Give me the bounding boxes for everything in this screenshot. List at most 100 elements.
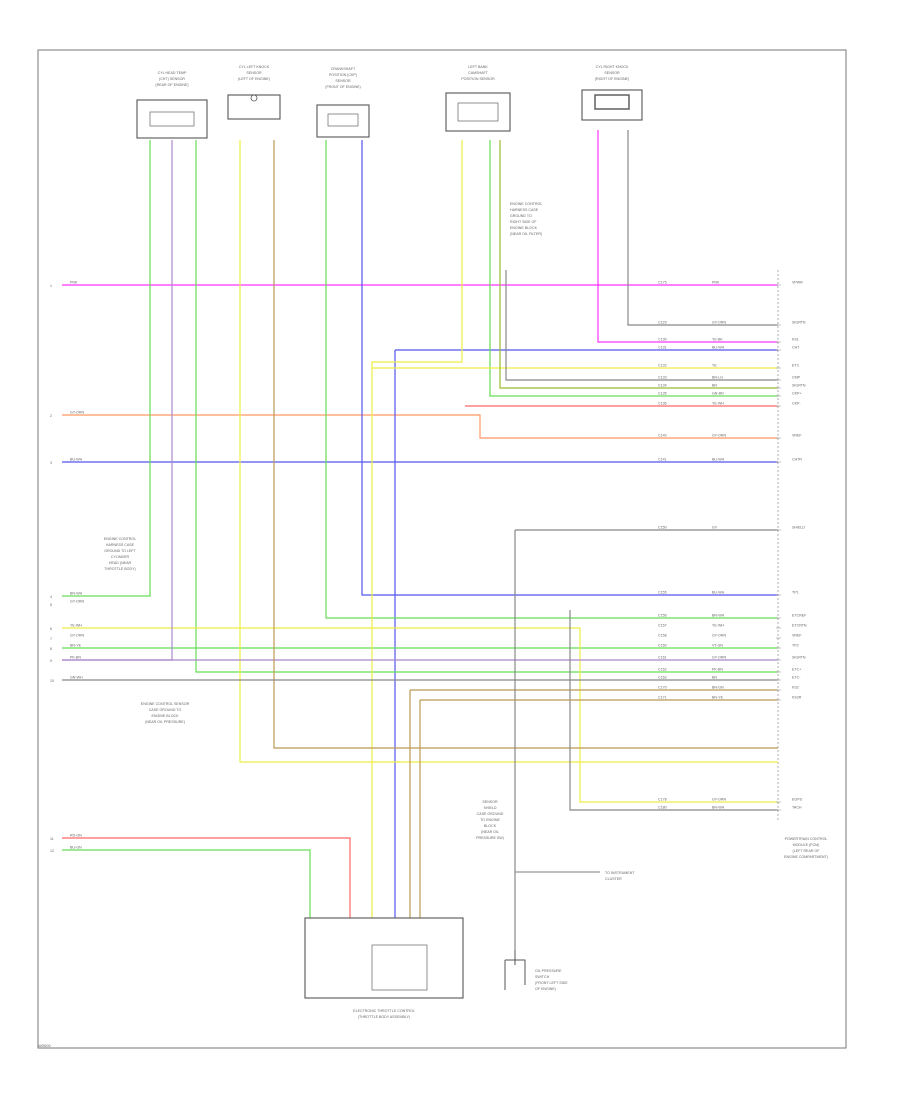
- pcm-wire-color: BU-WH: [712, 346, 725, 350]
- diagram-frame: [37, 49, 847, 1049]
- left-wire-number: 8: [50, 647, 52, 651]
- note-bottom-5: BLOCK: [484, 824, 497, 828]
- pcm-wire-pin: C130: [658, 338, 667, 342]
- left-wire-number: 10: [50, 679, 54, 683]
- pcm-wire-signal: ETCREF: [792, 614, 807, 618]
- pcm-wire-pin: C136: [658, 402, 667, 406]
- pcm-wire-pin: C180: [658, 806, 667, 810]
- oil-pressure-switch-symbol: [504, 950, 526, 990]
- oil-pressure-label-2: SWITCH: [535, 975, 550, 979]
- pcm-wire-signal: ETC-: [792, 676, 801, 680]
- pcm-connector: POWERTRAIN CONTROL MODULE (PCM) (LEFT RE…: [777, 270, 828, 859]
- camshaft-sensor-connector: [457, 102, 499, 122]
- note-upper-1: ENGINE CONTROL: [510, 202, 542, 206]
- pcm-wire-color: BN-WH: [712, 806, 725, 810]
- camshaft-label-2: CAMSHAFT: [468, 71, 489, 75]
- note-upper-4: RIGHT SIDE OF: [510, 220, 537, 224]
- pcm-wire-color: YE-BK: [712, 338, 723, 342]
- note-left-2: HARNESS CASE: [106, 543, 135, 547]
- wire-orange: [62, 414, 778, 439]
- pcm-wire-color: BU-WH: [712, 591, 725, 595]
- pcm-wire-pin: C141: [658, 458, 667, 462]
- note-upper-5: ENGINE BLOCK: [510, 226, 538, 230]
- throttle-body: ELECTRONIC THROTTLE CONTROL (THROTTLE BO…: [304, 917, 464, 1019]
- note-bottom-3: CASE GROUND: [477, 812, 504, 816]
- pcm-label-4: ENGINE COMPARTMENT): [784, 855, 828, 859]
- pcm-label-3: (LEFT REAR OF: [793, 849, 821, 853]
- pcm-wire-signal: CKP+: [792, 392, 802, 396]
- camshaft-position-sensor: LEFT BANK CAMSHAFT POSITION SENSOR: [445, 65, 511, 132]
- ckp-sensor-label-3: SENSOR: [335, 79, 351, 83]
- right-knock-label-2: SENSOR: [604, 71, 620, 75]
- pcm-wire-pin: C171: [658, 696, 667, 700]
- pcm-wire-pin: C162: [658, 668, 667, 672]
- throttle-label-2: (THROTTLE BODY ASSEMBLY): [358, 1015, 410, 1019]
- throttle-body-outline: [304, 917, 464, 999]
- diagram-footer-code: W0000: [38, 1043, 51, 1048]
- throttle-motor-box: [371, 944, 428, 991]
- pcm-wire-pin: C175: [658, 281, 667, 285]
- pcm-wire-signal: KS2R: [792, 696, 802, 700]
- pcm-wire-color: GY-ORN: [712, 798, 726, 802]
- note-bottom-1: SENSOR: [482, 800, 498, 804]
- pcm-wire-pin: C150: [658, 526, 667, 530]
- wire-layer: [62, 130, 778, 950]
- pcm-wire-color: BU-WH: [712, 458, 725, 462]
- ckp-sensor-label-1: CRANKSHAFT: [331, 67, 356, 71]
- pcm-wire-signal: VREF: [792, 434, 802, 438]
- pcm-wire-pin: C170: [658, 686, 667, 690]
- throttle-label-1: ELECTRONIC THROTTLE CONTROL: [353, 1009, 415, 1013]
- pcm-wire-pin: C163: [658, 676, 667, 680]
- pcm-wire-color: BN-YE: [712, 696, 724, 700]
- left-wire-color-label: BN-YE: [70, 644, 82, 648]
- pcm-wire-color: BN-WH: [712, 614, 725, 618]
- wire-violet-cht: [62, 140, 173, 661]
- note-bottom-7: PRESSURE SW): [476, 836, 504, 840]
- pcm-wire-color: GN-BN: [712, 392, 724, 396]
- pcm-wire-pin: C133: [658, 376, 667, 380]
- note-bottom-4: TO ENGINE: [480, 818, 500, 822]
- pcm-wire-signal: ETC: [792, 364, 800, 368]
- pcm-wire-pin: C131: [658, 346, 667, 350]
- pcm-wire-pin: C132: [658, 364, 667, 368]
- pcm-wire-signal: TP1: [792, 591, 799, 595]
- note-left-lower-4: (NEAR OIL PRESSURE): [145, 720, 185, 724]
- pcm-wire-pin: C160: [658, 644, 667, 648]
- pcm-label-1: POWERTRAIN CONTROL: [785, 837, 828, 841]
- pcm-wire-color: GY-ORN: [712, 321, 726, 325]
- wire-blue-ckp: [361, 140, 778, 596]
- pcm-wire-signal: KS1: [792, 338, 799, 342]
- pcm-wire-color: GY-ORN: [712, 656, 726, 660]
- oil-pressure-label-4: OF ENGINE): [535, 987, 556, 991]
- pcm-label-2: MODULE (PCM): [793, 843, 820, 847]
- ckp-sensor: CRANKSHAFT POSITION (CKP) SENSOR (FRONT …: [316, 67, 370, 138]
- left-wire-color-label: GY-ORN: [70, 600, 84, 604]
- left-knock-sensor: CYL LEFT KNOCK SENSOR (LEFT OF ENGINE): [227, 65, 281, 120]
- pcm-wire-signal: ETCRTN: [792, 624, 807, 628]
- wire-yellow-knock: [239, 140, 778, 763]
- pcm-wire-signal: SIGRTN: [792, 656, 806, 660]
- ground-note-left-lower: ENGINE CONTROL SENSOR CASE GROUND TO ENG…: [141, 702, 190, 724]
- right-knock-label-1: CYL RIGHT KNOCK: [596, 65, 629, 69]
- pcm-wire-pin: C157: [658, 624, 667, 628]
- pcm-wire-signal: VPWR: [792, 281, 803, 285]
- pcm-wire-color: YE: [712, 364, 717, 368]
- left-wire-color-label: BU-GN: [70, 846, 82, 850]
- left-knock-sensor-terminal: [250, 94, 258, 102]
- pcm-wire-signal: SHIELD: [792, 526, 805, 530]
- left-wire-color-label: PNK: [70, 281, 78, 285]
- note-bottom-2: SHIELD: [484, 806, 497, 810]
- left-wire-number: 1: [50, 284, 52, 288]
- left-wire-number: 5: [50, 603, 52, 607]
- oil-pressure-label-1: OIL PRESSURE: [535, 969, 562, 973]
- right-knock-sensor-connector: [594, 94, 630, 110]
- note-tach-2: CLUSTER: [605, 877, 622, 881]
- ckp-sensor-body: [316, 104, 370, 138]
- oil-pressure-label-3: (FRONT LEFT SIDE: [535, 981, 568, 985]
- left-wire-number: 6: [50, 627, 52, 631]
- pcm-wire-pin: C158: [658, 634, 667, 638]
- wire-yellow-mid: [62, 627, 778, 803]
- left-wire-number: 3: [50, 461, 52, 465]
- tach-note: TO INSTRUMENT CLUSTER: [605, 871, 635, 881]
- pcm-wire-signal: EOPS: [792, 798, 803, 802]
